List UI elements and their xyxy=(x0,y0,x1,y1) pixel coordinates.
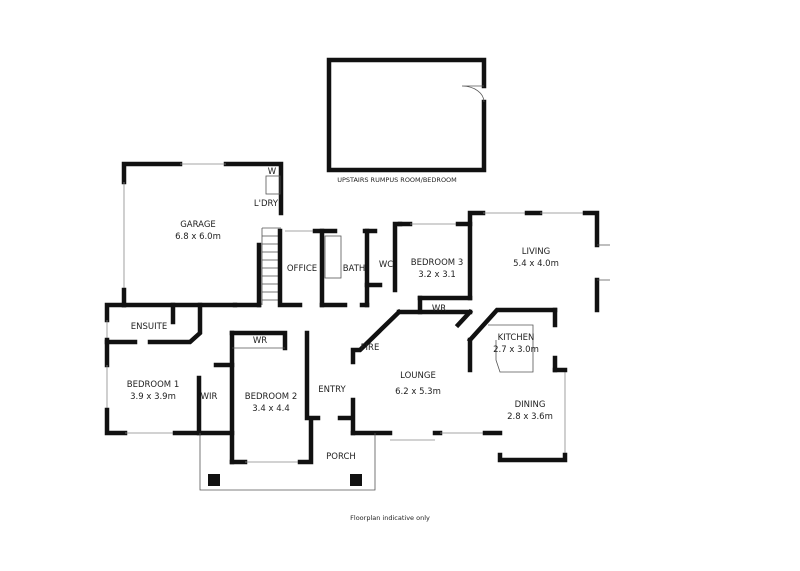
bedroom-wing-walls xyxy=(104,302,355,465)
laundry-label: L'DRY xyxy=(253,199,279,209)
upstairs-room-walls xyxy=(326,57,487,173)
ensuite-label: ENSUITE xyxy=(130,322,168,332)
footer-note: Floorplan indicative only xyxy=(350,514,430,522)
bedroom2-size: 3.4 x 4.4 xyxy=(252,404,290,414)
fire-label: FIRE xyxy=(360,343,380,353)
living-name: LIVING xyxy=(521,247,551,257)
office-label: OFFICE xyxy=(286,264,318,274)
garage-size: 6.8 x 6.0m xyxy=(175,232,221,242)
porch-post xyxy=(350,474,362,486)
kitchen-name: KITCHEN xyxy=(497,333,535,343)
wr-bedroom2-label: WR xyxy=(252,336,268,346)
porch xyxy=(199,433,376,491)
upstairs-label: UPSTAIRS RUMPUS ROOM/BEDROOM xyxy=(337,176,457,184)
bedroom3-size: 3.2 x 3.1 xyxy=(418,270,456,280)
garage-walls xyxy=(121,161,284,308)
entry-label: ENTRY xyxy=(318,385,346,395)
bedroom1-size: 3.9 x 3.9m xyxy=(130,392,176,402)
garage-name: GARAGE xyxy=(180,220,216,230)
washer-label: W xyxy=(267,167,277,177)
bath-label: BATH xyxy=(342,264,366,274)
lounge-name: LOUNGE xyxy=(400,371,436,381)
dining-size: 2.8 x 3.6m xyxy=(507,412,553,422)
kitchen-size: 2.7 x 3.0m xyxy=(493,345,539,355)
porch-post xyxy=(208,474,220,486)
bedroom3-living-walls xyxy=(396,210,610,315)
living-size: 5.4 x 4.0m xyxy=(513,259,559,269)
wr-bedroom3-label: WR xyxy=(431,304,447,314)
porch-label: PORCH xyxy=(326,452,356,462)
lounge-size: 6.2 x 5.3m xyxy=(395,387,441,397)
wc-label: WC xyxy=(378,260,394,270)
bedroom1-name: BEDROOM 1 xyxy=(126,380,180,390)
dining-name: DINING xyxy=(514,400,546,410)
bedroom2-name: BEDROOM 2 xyxy=(244,392,298,402)
wir-label: WIR xyxy=(200,392,218,402)
bedroom3-name: BEDROOM 3 xyxy=(410,258,464,268)
